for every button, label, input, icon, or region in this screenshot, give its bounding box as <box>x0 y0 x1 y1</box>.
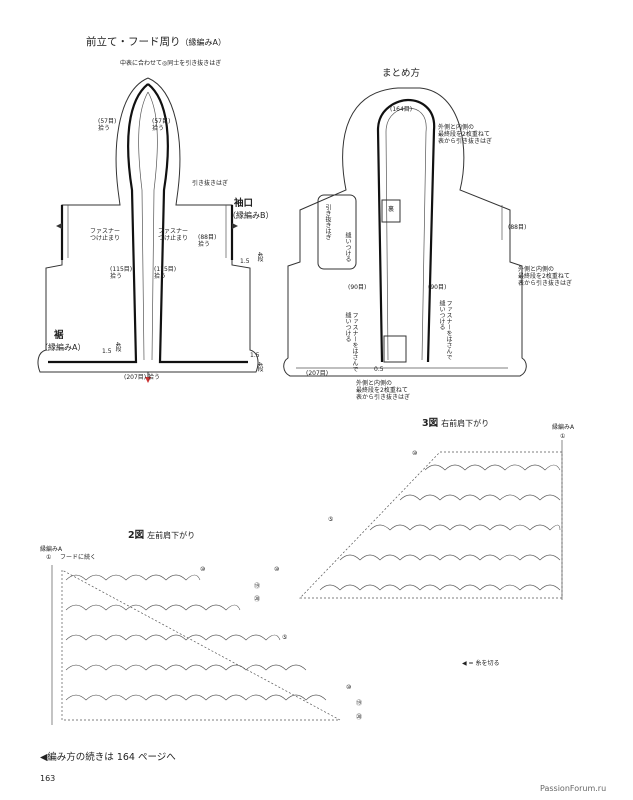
chart2-row-5: ⑤ <box>282 634 288 641</box>
chart3-row-10b: ⑩ <box>274 566 280 573</box>
cuff-paren: （縁編みB） <box>228 211 274 220</box>
front-left-count: (115目) 拾う <box>110 266 133 280</box>
cuff-count: (88目) 拾う <box>198 234 217 248</box>
zip-stop-right: ファスナー つけ止まり <box>158 228 189 242</box>
chart3-title: 3図 右前肩下がり <box>422 418 490 429</box>
cuff-title: 袖口 <box>234 198 254 209</box>
right-hood-count: (57目) 拾う <box>152 118 171 132</box>
right-garment-outline <box>283 87 527 377</box>
hem-dim-rows: 4段 <box>114 342 121 352</box>
hem-dim-right: 1.5 <box>250 352 260 359</box>
left-top-note: 中表に合わせて◎同士を引き抜きはぎ <box>120 60 222 67</box>
left-hood-count: (57目) 拾う <box>98 118 117 132</box>
chart2-hood-note: フードに続く <box>60 554 97 561</box>
hem-count-r: (207目) <box>306 370 329 377</box>
chart3-row-1: ① <box>560 433 566 440</box>
chart2-lace <box>51 565 341 725</box>
hem-note-r: 外側と内側の 最終段を2枚重ねて 表から引き抜きはぎ <box>356 380 411 401</box>
left-title: 前立て・フード周り（縁編みA） <box>86 36 226 48</box>
chart2-row-10: ⑩ <box>200 566 206 573</box>
hem-title: 裾 <box>54 330 64 341</box>
ura-label: 裏 <box>388 206 395 213</box>
cuff-dim-rows: 4段 <box>256 252 263 262</box>
zip-sew-right: ファスナーをはさんで 縫いつける <box>438 300 452 360</box>
front-left-count-r: (90目) <box>348 284 367 291</box>
left-garment-outline <box>37 77 259 383</box>
zip-sew-left: ファスナーをはさんで 縫いつける <box>344 312 358 372</box>
chart3-legend: ◀ = 糸を切る <box>462 660 500 667</box>
chart3-lace <box>299 440 563 600</box>
chart2-title: 2図 左前肩下がり <box>128 530 196 541</box>
hood-note: 外側と内側の 最終段を2枚重ねて 表から引き抜きはぎ <box>438 124 493 145</box>
chart3-row-20: ⑳ <box>254 596 261 603</box>
inset-label: 引き抜きはぎ <box>324 204 331 240</box>
front-right-count-r: (90目) <box>428 284 447 291</box>
site-watermark: PassionForum.ru <box>540 784 607 793</box>
chart2-edge-label: 縁編みA <box>40 546 63 553</box>
chart2-row-1: ① <box>46 554 52 561</box>
chart2-row-10b: ⑩ <box>346 684 352 691</box>
cuff-dim: 1.5 <box>240 258 250 265</box>
gap-dim: 0.5 <box>374 366 384 373</box>
continue-note: ◀編み方の続きは 164 ページへ <box>40 752 176 763</box>
chart3-row-10: ⑩ <box>412 450 418 457</box>
chart3-row-5: ⑤ <box>328 516 334 523</box>
front-right-count: (115目) 拾う <box>154 266 177 280</box>
chart2-row-20: ⑳ <box>356 714 363 721</box>
inset-sew: 縫いつける <box>344 232 351 262</box>
chart3-row-19: ⑲ <box>254 583 261 590</box>
sleeve-count: (88目) <box>508 224 527 231</box>
chart2-row-19: ⑲ <box>356 700 363 707</box>
hem-paren: （縁編みA） <box>40 343 86 352</box>
shoulder-note: 引き抜きはぎ <box>192 180 229 187</box>
page-number: 163 <box>40 774 56 783</box>
sleeve-note: 外側と内側の 最終段を2枚重ねて 表から引き抜きはぎ <box>518 266 573 287</box>
chart3-edge-label: 縁編みA <box>552 424 575 431</box>
hem-count: (207目) 拾う <box>124 374 161 381</box>
hood-count: (164目) <box>390 106 413 113</box>
hem-dim: 1.5 <box>102 348 112 355</box>
right-title: まとめ方 <box>382 68 421 79</box>
hem-dim-right-rows: 4段 <box>256 362 263 372</box>
zip-stop-left: ファスナー つけ止まり <box>90 228 121 242</box>
